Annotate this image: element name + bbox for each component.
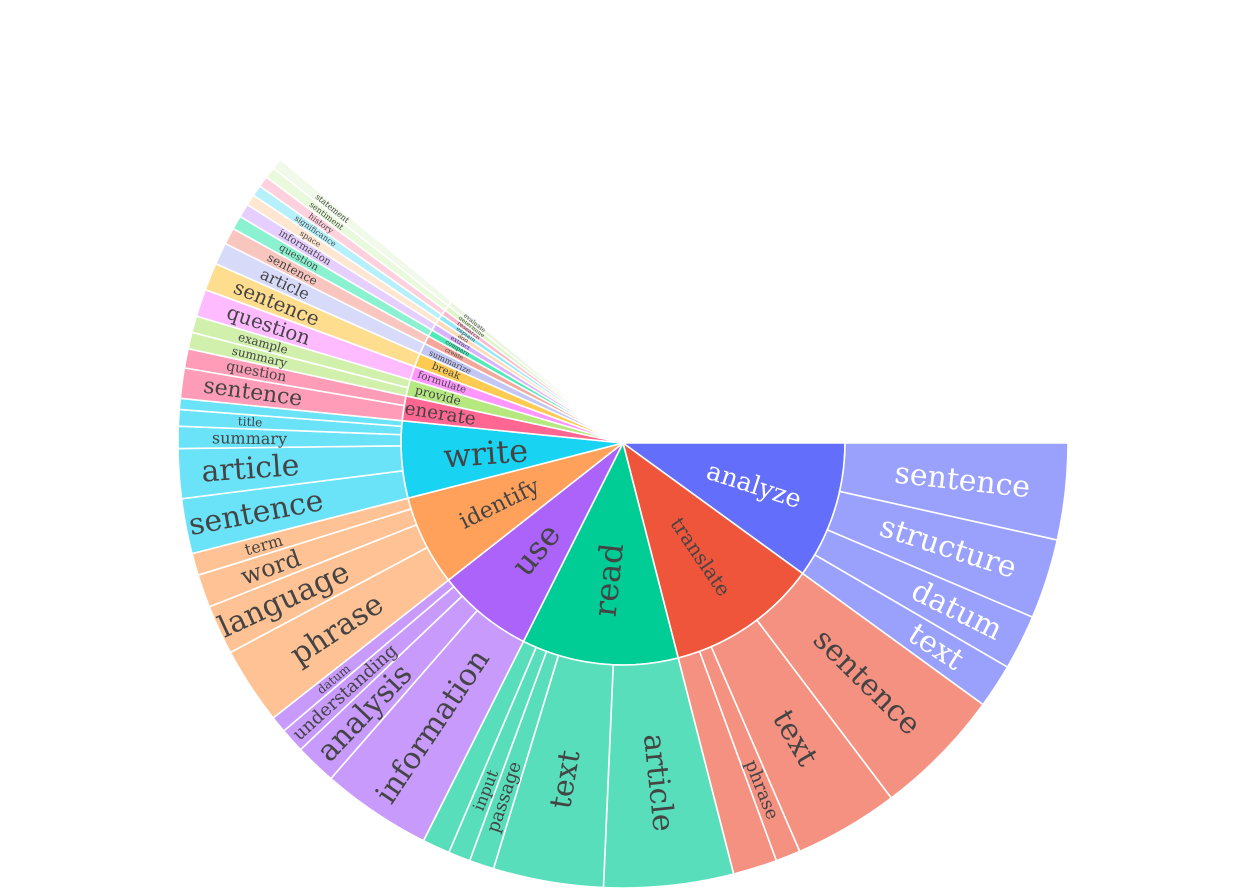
segment-label-write-title: title xyxy=(238,414,263,429)
sector-label-read: read xyxy=(586,541,632,618)
segment-label-write-summary: summary xyxy=(212,428,287,448)
sector-label-write: write xyxy=(442,431,529,475)
segment-label-write-article: article xyxy=(200,448,300,490)
segment-evaluate-statement xyxy=(271,158,454,307)
